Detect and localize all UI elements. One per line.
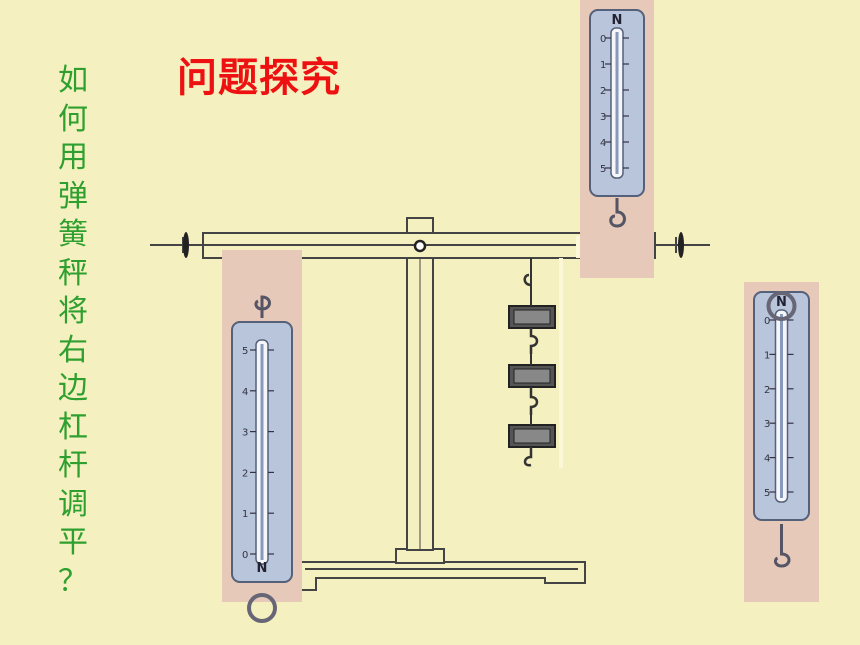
scale-tick-label: 5 xyxy=(764,488,770,499)
spring-scale-left: 0 1 2 3 4 5N xyxy=(222,250,302,623)
scale-tick-label: 4 xyxy=(242,387,248,398)
scale-tick-label: 5 xyxy=(600,164,606,175)
scale-tick-label: 2 xyxy=(242,468,248,479)
spring-scale-right: 0 1 2 3 4 5 N xyxy=(744,282,819,602)
question-char: 右 xyxy=(58,332,88,368)
scale-tick-label: 4 xyxy=(600,138,606,149)
scale-hook xyxy=(609,198,626,228)
question-char: 杠 xyxy=(58,409,88,445)
stand-pillar xyxy=(406,217,434,551)
scale-hook xyxy=(254,295,271,318)
scale-tick-label: 4 xyxy=(764,454,770,465)
question-char: 用 xyxy=(58,140,88,175)
hanging-weights xyxy=(508,258,563,468)
scale-tick-label: 3 xyxy=(600,112,606,123)
scale-tick-label: 0 xyxy=(764,316,770,327)
scale-tick-label: 3 xyxy=(764,419,770,430)
scale-tick-label: 0 xyxy=(242,550,248,561)
question-char: 调 xyxy=(58,486,88,522)
scale-ring xyxy=(766,291,797,321)
scale-tick-label: 1 xyxy=(242,509,248,520)
question-char: 如 xyxy=(58,63,88,98)
scale-tick-label: 2 xyxy=(600,86,606,97)
question-char: 边 xyxy=(58,371,88,406)
question-char: 杆 xyxy=(58,448,88,483)
spring-scale-top: 0 1 2 3 4 5 N xyxy=(580,0,654,278)
stand-base xyxy=(299,548,586,591)
scale-tick-label: 2 xyxy=(764,385,770,396)
slide-title: 问题探究 xyxy=(177,55,341,101)
question-char: 将 xyxy=(58,294,88,329)
scale-unit-label: N xyxy=(257,561,268,576)
scale-hook xyxy=(773,524,791,568)
question-char: 何 xyxy=(58,101,88,137)
scale-ring xyxy=(247,593,277,623)
question-char: 簧 xyxy=(58,217,88,252)
pivot-pin xyxy=(413,239,427,253)
scale-unit-label: N xyxy=(612,13,623,28)
question-char: ？ xyxy=(58,563,88,599)
scale-tick-label: 5 xyxy=(242,346,248,357)
scale-tick-label: 3 xyxy=(242,428,248,439)
scale-tick-label: 0 xyxy=(600,34,606,45)
question-char: 弹 xyxy=(58,178,88,214)
scale-unit-label: N xyxy=(776,295,787,310)
question-char: 平 xyxy=(58,525,88,560)
scale-tick-label: 1 xyxy=(764,350,770,361)
question-char: 秤 xyxy=(58,255,88,291)
scale-tick-label: 1 xyxy=(600,60,606,71)
vertical-question-text: 如何用弹簧秤将右边杠杆调平？ xyxy=(55,62,91,601)
